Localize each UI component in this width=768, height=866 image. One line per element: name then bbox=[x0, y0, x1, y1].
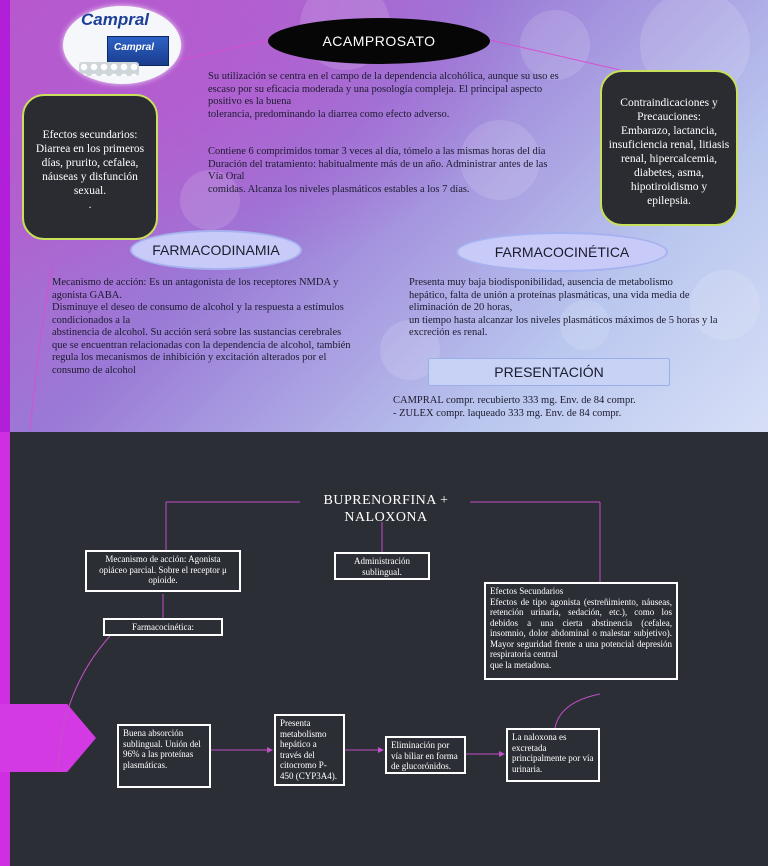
contraindications-title: Contraindicaciones y Precauciones: bbox=[620, 97, 718, 123]
accent-bar bbox=[0, 432, 10, 866]
pd-line: regula los mecanismos de inhibición y ex… bbox=[52, 352, 327, 363]
presentation-line: - ZULEX compr. laqueado 333 mg. Env. de … bbox=[393, 407, 622, 419]
pharmacokinetics-text: Presenta muy baja biodisponibilidad, aus… bbox=[409, 277, 759, 340]
pd-line: condicionados a la bbox=[52, 314, 131, 326]
intro-line: tolerancia, predominando la diarrea como… bbox=[208, 108, 450, 120]
pharmacokinetics-box: Farmacocinética: bbox=[103, 618, 223, 636]
campral-logo: Campral Campral bbox=[63, 6, 181, 84]
bokeh-decoration bbox=[180, 170, 240, 230]
intro-line: positivo es la buena bbox=[208, 96, 292, 107]
connector-lines bbox=[29, 39, 621, 431]
title-acamprosato: ACAMPROSATO bbox=[268, 18, 490, 64]
administration-box: Administración sublingual. bbox=[334, 552, 430, 580]
naloxone-box: La naloxona es excretada principalmente … bbox=[506, 728, 600, 782]
logo-box-text: Campral bbox=[114, 42, 155, 53]
pharmacokinetics-label: FARMACOCINÉTICA bbox=[456, 232, 668, 272]
pd-line: Mecanismo de acción: Es un antagonista d… bbox=[52, 277, 339, 288]
intro-line: escaso por su eficacia moderada y una po… bbox=[208, 83, 543, 95]
elimination-box: Eliminación por vía biliar en forma de g… bbox=[385, 736, 466, 774]
pk-line: un tiempo hasta alcanzar los niveles pla… bbox=[409, 314, 718, 326]
pd-line: consumo de alcohol bbox=[52, 364, 136, 376]
side-effects-last: que la metadona. bbox=[490, 659, 552, 670]
side-effects-text: Efectos secundarios: Diarrea en los prim… bbox=[35, 129, 145, 197]
intro-text: Su utilización se centra en el campo de … bbox=[208, 71, 598, 121]
dosage-text: Contiene 6 comprimidos tomar 3 veces al … bbox=[208, 146, 598, 196]
logo-box: Campral bbox=[107, 36, 169, 66]
pd-line: agonista GABA. bbox=[52, 289, 122, 301]
intro-line: Su utilización se centra en el campo de … bbox=[208, 71, 559, 82]
dosage-line: comidas. Alcanza los niveles plasmáticos… bbox=[208, 183, 470, 195]
bokeh-decoration bbox=[690, 270, 760, 340]
logo-blister bbox=[79, 62, 139, 76]
title-line: BUPRENORFINA + bbox=[323, 493, 449, 508]
pharmacodynamics-text: Mecanismo de acción: Es un antagonista d… bbox=[52, 277, 382, 377]
side-effects-trailing: . bbox=[88, 199, 92, 211]
connector-lines bbox=[57, 501, 601, 773]
dosage-line: Duración del tratamiento: habitualmente … bbox=[208, 158, 548, 170]
acamprosato-slide: Campral Campral ACAMPROSATO Su utilizaci… bbox=[0, 0, 768, 432]
bokeh-decoration bbox=[460, 120, 540, 200]
pk-line: hepático, falta de unión a proteínas pla… bbox=[409, 289, 690, 301]
accent-bar bbox=[0, 0, 10, 432]
buprenorfina-slide: BUPRENORFINA + NALOXONA Mecanismo de acc… bbox=[0, 432, 768, 866]
dosage-line: Vía Oral bbox=[208, 171, 245, 182]
presentation-label: PRESENTACIÓN bbox=[428, 358, 670, 386]
pd-line: abstinencia de alcohol. Su acción será s… bbox=[52, 327, 342, 338]
pk-line: Presenta muy baja biodisponibilidad, aus… bbox=[409, 277, 673, 288]
title-line: NALOXONA bbox=[344, 510, 428, 525]
side-effects-card: Efectos secundarios: Diarrea en los prim… bbox=[22, 94, 158, 240]
side-effects-text: Efectos de tipo agonista (estreñimiento,… bbox=[490, 596, 672, 660]
pk-line: excreción es renal. bbox=[409, 327, 488, 338]
metabolism-box: Presenta metabolismo hepático a través d… bbox=[274, 714, 345, 786]
bokeh-decoration bbox=[560, 300, 610, 350]
presentation-text: CAMPRAL compr. recubierto 333 mg. Env. d… bbox=[393, 395, 723, 420]
title-buprenorfina: BUPRENORFINA + NALOXONA bbox=[300, 492, 472, 526]
mechanism-box: Mecanismo de acción: Agonista opiáceo pa… bbox=[85, 550, 241, 592]
dosage-line: Contiene 6 comprimidos tomar 3 veces al … bbox=[208, 146, 546, 157]
presentation-line: CAMPRAL compr. recubierto 333 mg. Env. d… bbox=[393, 395, 636, 406]
absorption-box: Buena absorción sublingual. Unión del 96… bbox=[117, 724, 211, 788]
side-effects-box: Efectos Secundarios Efectos de tipo agon… bbox=[484, 582, 678, 680]
pd-line: que se encuentran relacionadas con la de… bbox=[52, 339, 351, 351]
pd-line: Disminuye el deseo de consumo de alcohol… bbox=[52, 302, 344, 313]
bokeh-decoration bbox=[520, 10, 590, 80]
side-effects-title: Efectos Secundarios bbox=[490, 586, 564, 596]
pharmacodynamics-label: FARMACODINAMIA bbox=[130, 230, 302, 270]
pk-line: eliminación de 20 horas, bbox=[409, 302, 513, 313]
contraindications-card: Contraindicaciones y Precauciones: Embar… bbox=[600, 70, 738, 226]
logo-wordmark: Campral bbox=[81, 10, 150, 29]
contraindications-text: Embarazo, lactancia, insuficiencia renal… bbox=[608, 125, 730, 207]
